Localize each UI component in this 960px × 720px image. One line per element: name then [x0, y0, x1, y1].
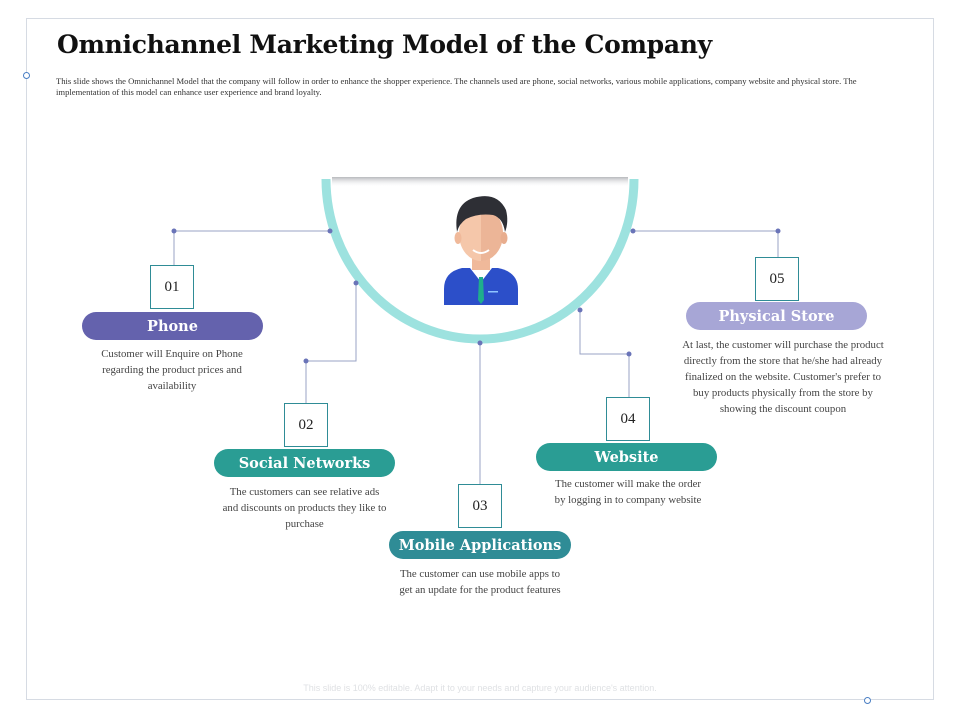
step-number-01: 01: [150, 265, 194, 309]
channel-label-website: Website: [536, 443, 717, 471]
step-number-02: 02: [284, 403, 328, 447]
slide-frame: [26, 18, 934, 700]
semicircle-shadow: [332, 177, 628, 187]
businessman-avatar-icon: [444, 196, 518, 305]
connector-dot: [477, 340, 483, 346]
channel-description-social-networks: The customers can see relative ads and d…: [222, 486, 387, 530]
connector-dot: [775, 228, 781, 234]
selection-handle-left[interactable]: [23, 72, 30, 79]
channel-description-mobile-applications: The customer can use mobile apps to get …: [399, 568, 561, 596]
slide-title: Omnichannel Marketing Model of the Compa…: [57, 30, 712, 59]
connector-social: [305, 283, 357, 403]
connector-store: [633, 230, 779, 257]
connector-dot: [303, 358, 309, 364]
channel-label-mobile-applications: Mobile Applications: [389, 531, 571, 559]
connector-dot: [577, 307, 583, 313]
connector-dot: [353, 280, 359, 286]
channel-description-phone: Customer will Enquire on Phone regarding…: [101, 348, 243, 392]
connector-phone: [173, 230, 330, 265]
step-number-04: 04: [606, 397, 650, 441]
connector-dot: [171, 228, 177, 234]
connector-dot: [626, 351, 632, 357]
slide-subtitle: This slide shows the Omnichannel Model t…: [56, 76, 857, 97]
channel-label-social-networks: Social Networks: [214, 449, 395, 477]
channel-label-physical-store: Physical Store: [686, 302, 867, 330]
connector-website: [579, 310, 630, 397]
connector-dot: [630, 228, 636, 234]
step-number-05: 05: [755, 257, 799, 301]
step-number-03: 03: [458, 484, 502, 528]
center-semicircle-ring: [321, 178, 639, 344]
channel-description-physical-store: At last, the customer will purchase the …: [682, 339, 884, 415]
connector-dot: [327, 228, 333, 234]
slide-footer-note: This slide is 100% editable. Adapt it to…: [303, 683, 657, 693]
channel-label-phone: Phone: [82, 312, 263, 340]
selection-handle-bottom-right[interactable]: [864, 697, 871, 704]
channel-description-website: The customer will make the order by logg…: [554, 478, 702, 506]
